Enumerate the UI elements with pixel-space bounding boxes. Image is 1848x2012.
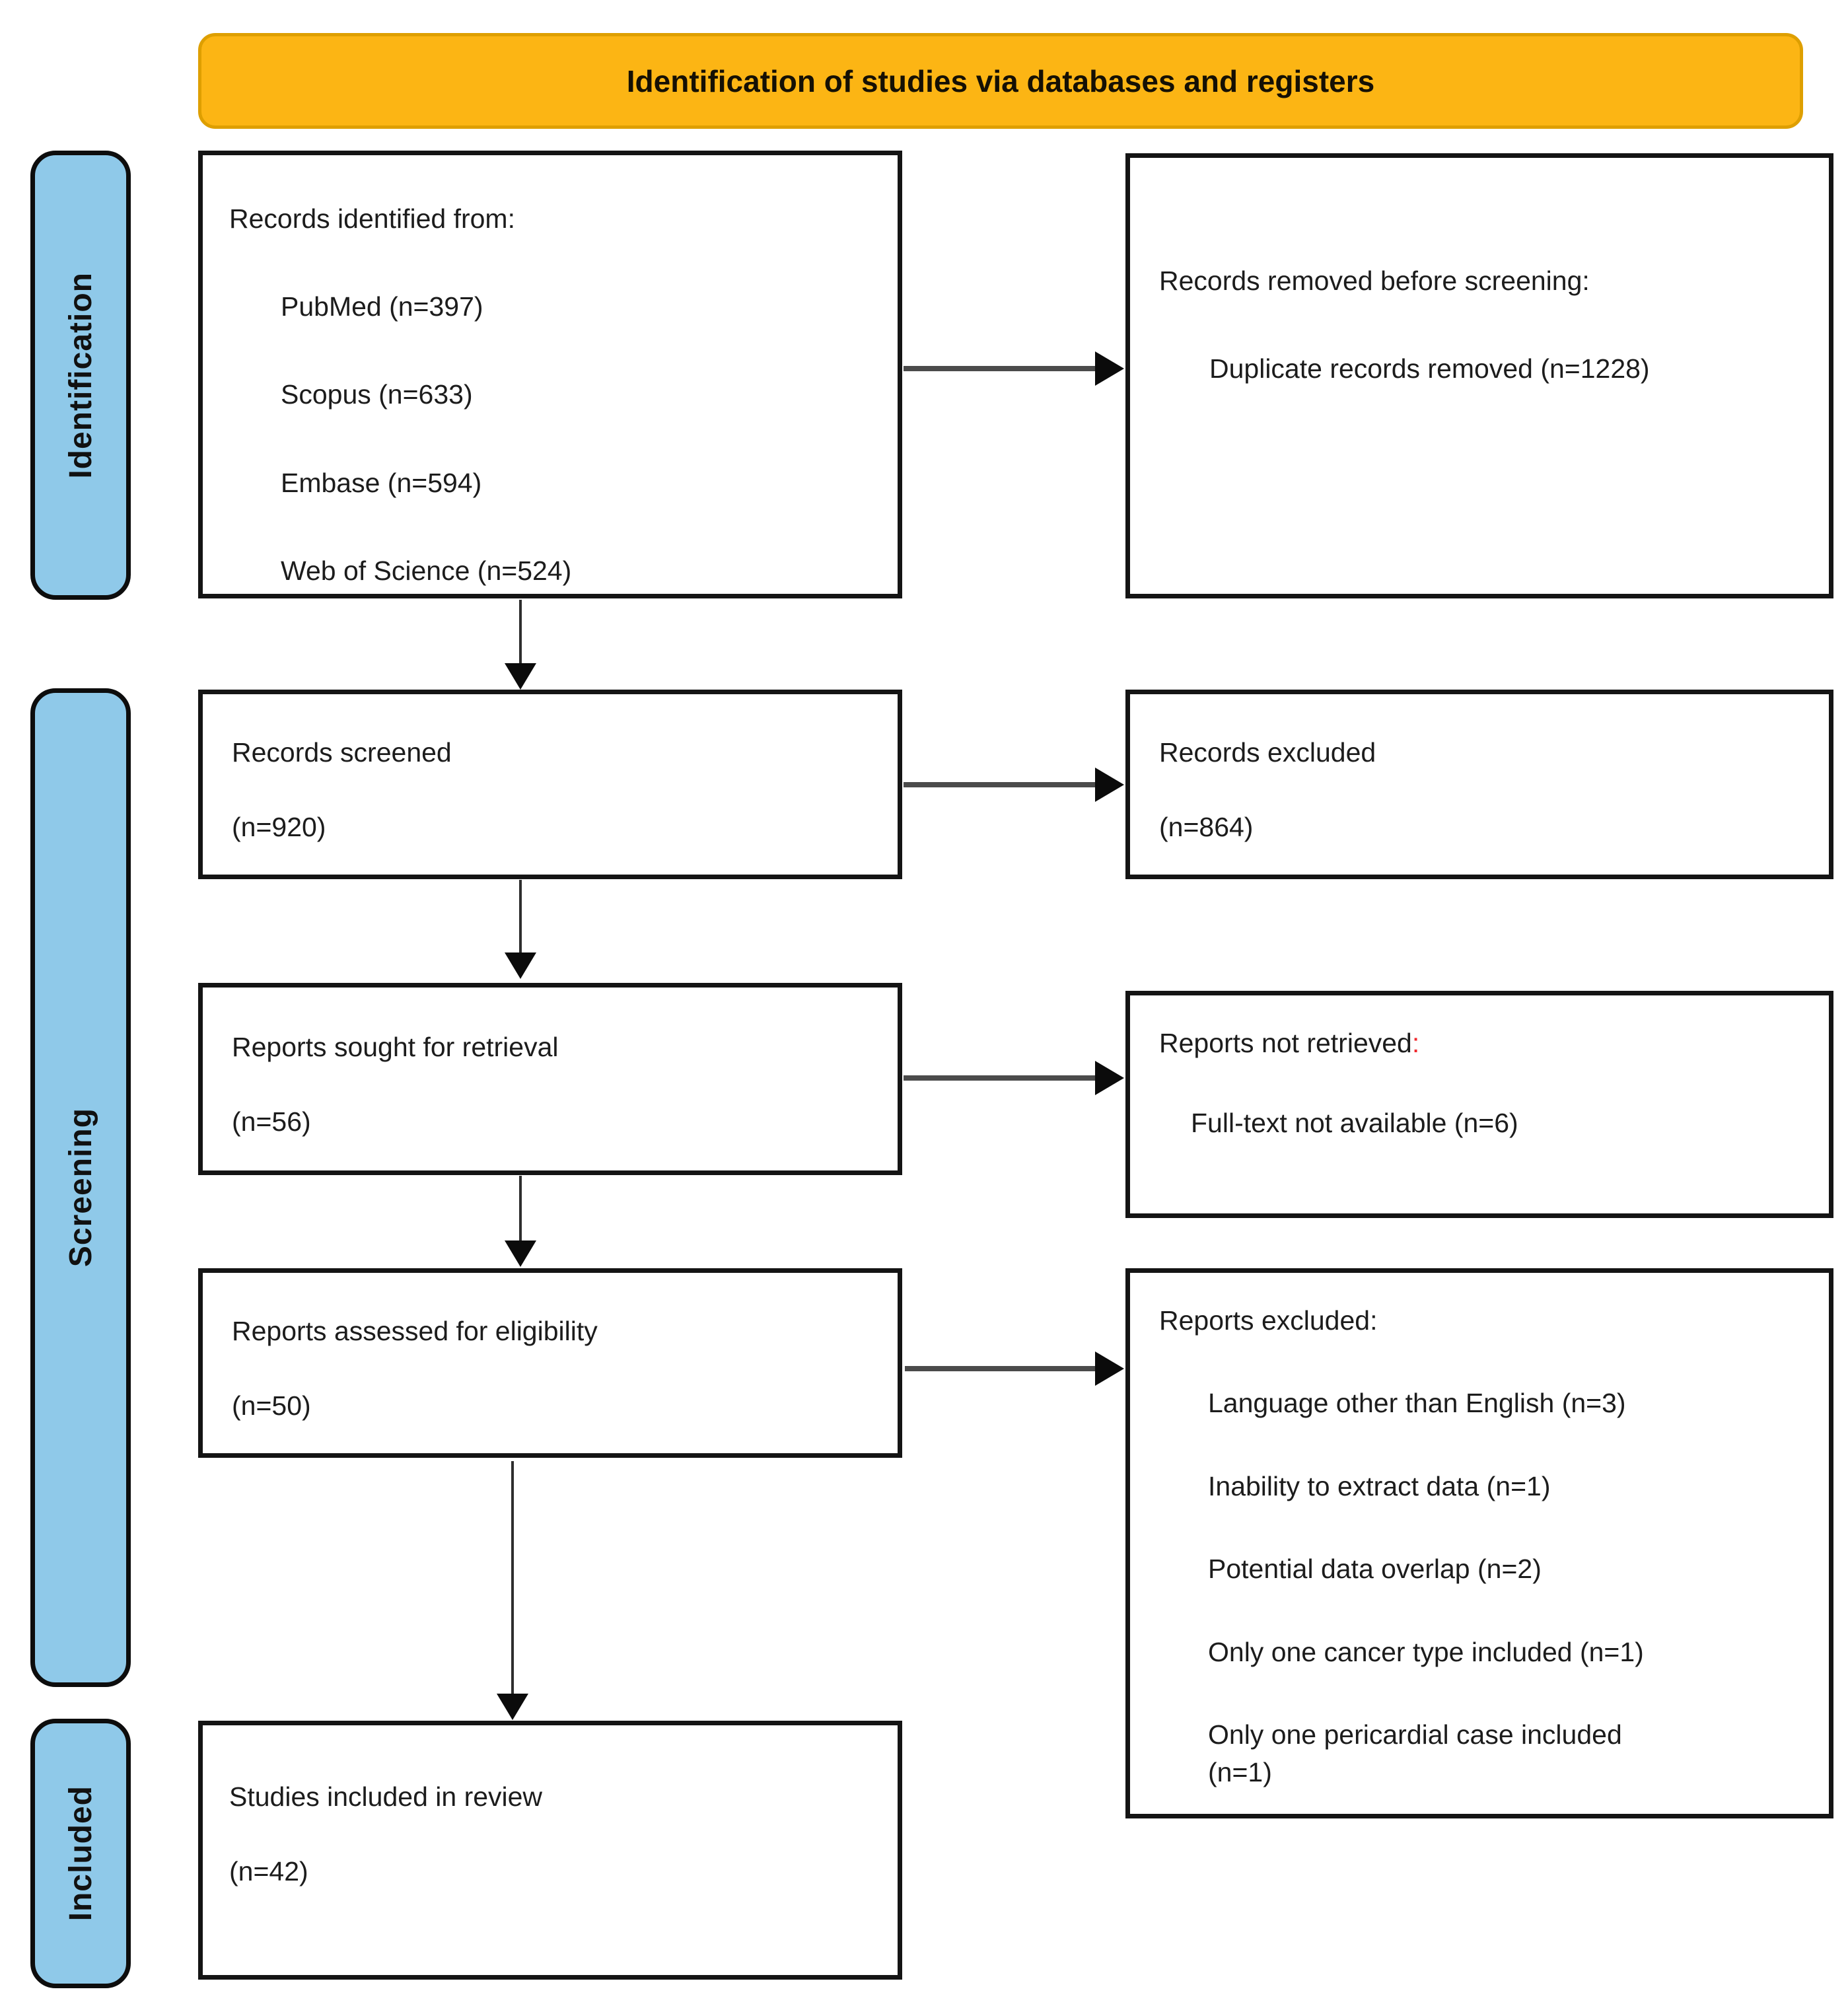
arrow-assessed-to-included — [511, 1461, 514, 1695]
reports-not-retrieved-title: Reports not retrieved: — [1159, 1027, 1809, 1060]
stage-identification: Identification — [30, 151, 131, 600]
reports-not-retrieved-item-fulltext: Full-text not available (n=6) — [1191, 1108, 1518, 1139]
box-studies-included: Studies included in review (n=42) — [198, 1721, 902, 1980]
records-identified-item-embase: Embase (n=594) — [281, 467, 482, 498]
stage-included: Included — [30, 1719, 131, 1988]
reports-not-retrieved-text: Reports not retrieved — [1159, 1028, 1412, 1058]
records-excluded-title: Records excluded — [1159, 737, 1376, 768]
arrow-sought-to-not-retrieved — [904, 1075, 1096, 1081]
box-reports-assessed: Reports assessed for eligibility (n=50) — [198, 1268, 902, 1458]
reports-excluded-item-pericardial: Only one pericardial case included (n=1) — [1208, 1719, 1622, 1788]
reports-excluded-item-extract: Inability to extract data (n=1) — [1208, 1470, 1551, 1501]
reports-excluded-item-language: Language other than English (n=3) — [1208, 1388, 1626, 1419]
stage-screening: Screening — [30, 688, 131, 1687]
studies-included-count: (n=42) — [229, 1856, 308, 1887]
records-identified-item-scopus: Scopus (n=633) — [281, 379, 473, 410]
arrow-sought-to-assessed — [519, 1176, 522, 1242]
arrow-assessed-to-reports-excluded — [905, 1366, 1096, 1371]
reports-excluded-item-overlap: Potential data overlap (n=2) — [1208, 1554, 1542, 1585]
arrow-identified-to-screened — [519, 600, 522, 665]
reports-assessed-count: (n=50) — [232, 1390, 311, 1421]
banner-title-bar: Identification of studies via databases … — [198, 33, 1803, 129]
records-removed-title: Records removed before screening: — [1159, 266, 1590, 296]
box-reports-sought: Reports sought for retrieval (n=56) — [198, 983, 902, 1175]
studies-included-title: Studies included in review — [229, 1781, 543, 1812]
box-reports-not-retrieved: Reports not retrieved: Full-text not ava… — [1125, 991, 1833, 1218]
stage-included-label: Included — [63, 1785, 98, 1922]
records-identified-item-pubmed: PubMed (n=397) — [281, 291, 483, 322]
reports-sought-count: (n=56) — [232, 1106, 311, 1137]
records-screened-count: (n=920) — [232, 812, 326, 843]
records-identified-title: Records identified from: — [229, 203, 515, 234]
banner-title: Identification of studies via databases … — [626, 63, 1375, 98]
reports-sought-title: Reports sought for retrieval — [232, 1032, 559, 1062]
records-removed-item-duplicates: Duplicate records removed (n=1228) — [1209, 353, 1650, 384]
box-records-removed: Records removed before screening: Duplic… — [1125, 153, 1833, 598]
stage-identification-label: Identification — [63, 271, 98, 479]
records-excluded-count: (n=864) — [1159, 812, 1254, 843]
reports-excluded-item-cancer-type: Only one cancer type included (n=1) — [1208, 1636, 1644, 1667]
arrow-screened-to-sought — [519, 880, 522, 954]
reports-not-retrieved-colon: : — [1411, 1028, 1420, 1058]
reports-excluded-title: Reports excluded: — [1159, 1305, 1378, 1336]
stage-screening-label: Screening — [63, 1108, 98, 1268]
records-screened-title: Records screened — [232, 737, 452, 768]
reports-assessed-title: Reports assessed for eligibility — [232, 1316, 598, 1346]
box-records-screened: Records screened (n=920) — [198, 690, 902, 879]
box-reports-excluded: Reports excluded: Language other than En… — [1125, 1268, 1833, 1818]
records-identified-item-wos: Web of Science (n=524) — [281, 555, 572, 586]
box-records-identified: Records identified from: PubMed (n=397) … — [198, 151, 902, 598]
arrow-screened-to-excluded — [904, 782, 1096, 787]
box-records-excluded: Records excluded (n=864) — [1125, 690, 1833, 879]
arrow-identified-to-removed — [904, 366, 1096, 371]
